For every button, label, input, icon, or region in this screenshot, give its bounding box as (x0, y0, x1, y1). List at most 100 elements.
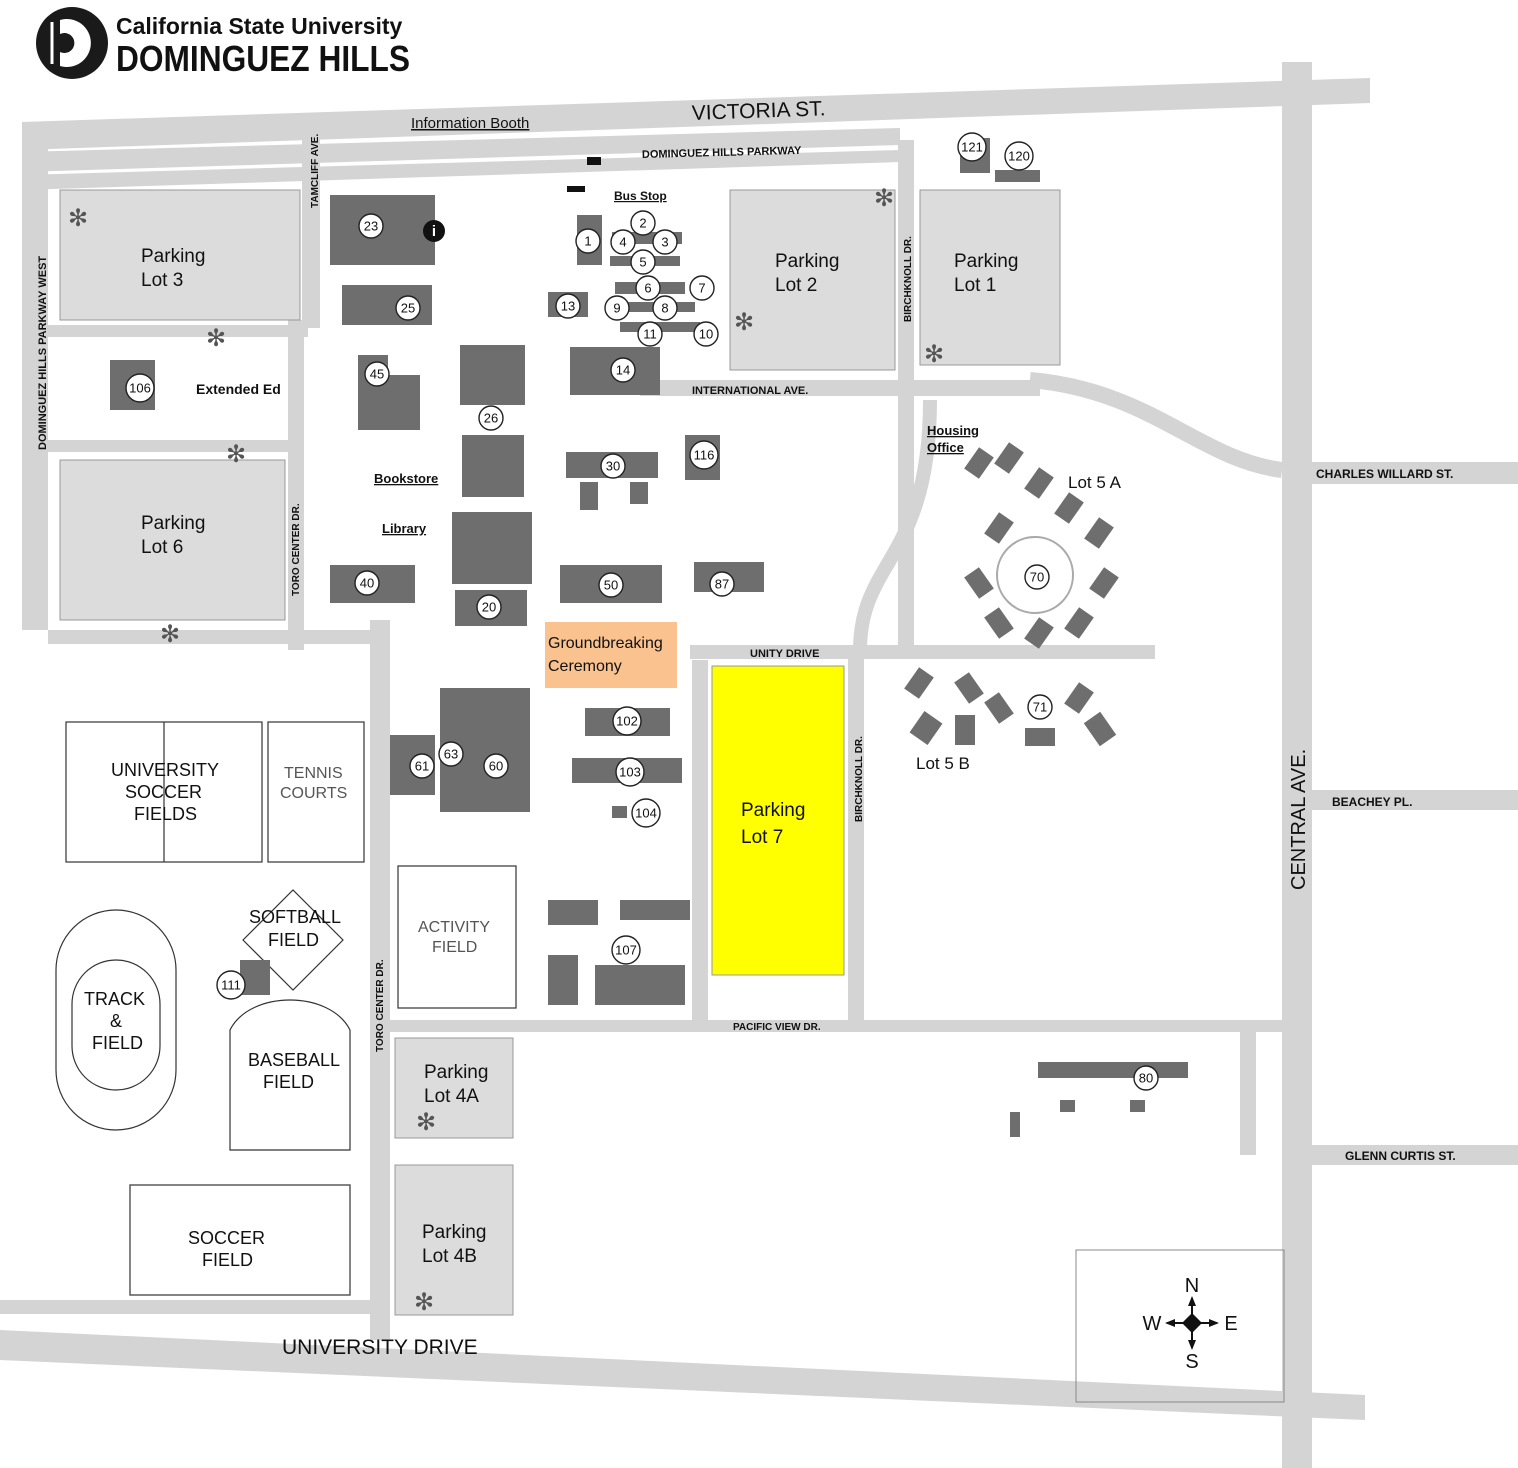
building-8-marker (652, 295, 678, 321)
building-111-marker (216, 970, 246, 1000)
building-40-number: 40 (360, 576, 374, 591)
pacific-view-label: PACIFIC VIEW DR. (733, 1022, 821, 1033)
lot7-line2: Lot 7 (741, 827, 783, 848)
building-11-marker (637, 321, 663, 347)
building-7-marker (689, 275, 715, 301)
bus-stop-marker (567, 186, 585, 192)
international-ave-label: INTERNATIONAL AVE. (692, 385, 808, 397)
building-70-number: 70 (1030, 570, 1044, 585)
building-63-number: 63 (444, 747, 458, 762)
building-7-number: 7 (698, 281, 705, 296)
lot4a-line1: Parking (424, 1062, 488, 1083)
beachey-label: BEACHEY PL. (1332, 795, 1412, 809)
building-102-marker (612, 706, 642, 736)
building-107-number: 107 (615, 943, 637, 958)
building-14-marker (610, 357, 636, 383)
softball-line2: FIELD (268, 930, 319, 950)
groundbreaking-line1: Groundbreaking (548, 635, 663, 652)
building-9-number: 9 (613, 301, 620, 316)
building-87-marker (709, 571, 735, 597)
parking-lot-7-highlight (711, 665, 845, 976)
activity-line2: FIELD (432, 939, 477, 956)
building-102-number: 102 (616, 714, 638, 729)
building-25-number: 25 (401, 301, 415, 316)
building-6-number: 6 (644, 281, 651, 296)
soccer-line1: SOCCER (188, 1228, 265, 1248)
svg-text:✻: ✻ (416, 1109, 436, 1136)
lot4b-line2: Lot 4B (422, 1246, 477, 1267)
building-71-number: 71 (1033, 700, 1047, 715)
lot3-line2: Lot 3 (141, 270, 183, 291)
building-4-marker (610, 229, 636, 255)
building-20-number: 20 (482, 600, 496, 615)
info-booth-marker (587, 157, 601, 165)
building-120-marker (1004, 141, 1034, 171)
building-26-marker (478, 405, 504, 431)
parking-asterisks: ✻ ✻ ✻ ✻ ✻ ✻ ✻ ✻ ✻ (68, 185, 944, 1316)
svg-text:✻: ✻ (874, 185, 894, 212)
lot6-line2: Lot 6 (141, 537, 183, 558)
building-30-marker (600, 453, 626, 479)
building-11-number: 11 (643, 327, 657, 342)
building-9-marker (604, 295, 630, 321)
info-icon (423, 220, 445, 242)
lot4a-line2: Lot 4A (424, 1086, 479, 1107)
building-61-marker (409, 753, 435, 779)
curved-road-2 (853, 399, 937, 651)
lot5a-label: Lot 5 A (1068, 473, 1122, 492)
building-1-number: 1 (584, 234, 591, 249)
road-labels: VICTORIA ST. DOMINGUEZ HILLS PARKWAY DOM… (37, 97, 1456, 1359)
activity-line1: ACTIVITY (418, 919, 490, 936)
building-10-number: 10 (699, 327, 713, 342)
central-ave-label: CENTRAL AVE. (1288, 749, 1310, 890)
unity-drive-label: UNITY DRIVE (750, 648, 819, 660)
track-line2: & (110, 1011, 122, 1031)
parking-lots (59, 189, 1061, 1316)
toro-lower-label: TORO CENTER DR. (375, 959, 386, 1052)
header-line2: DOMINGUEZ HILLS (116, 38, 410, 79)
dh-parkway-west-label: DOMINGUEZ HILLS PARKWAY WEST (37, 256, 49, 450)
softball-line1: SOFTBALL (249, 907, 341, 927)
building-30-number: 30 (606, 459, 620, 474)
building-20-marker (476, 594, 502, 620)
lot3-line1: Parking (141, 246, 205, 267)
info-icon-glyph: i (432, 223, 436, 240)
tennis-line2: COURTS (280, 785, 347, 802)
university-logo (36, 7, 108, 79)
lot5b-label: Lot 5 B (916, 754, 970, 773)
field-labels: UNIVERSITY SOCCER FIELDS TENNIS COURTS A… (84, 760, 490, 1270)
svg-text:✻: ✻ (226, 441, 246, 468)
building-61-number: 61 (415, 759, 429, 774)
library-label: Library (382, 521, 427, 536)
dh-parkway-label: DOMINGUEZ HILLS PARKWAY (642, 145, 802, 161)
bus-stop-label: Bus Stop (614, 189, 667, 203)
victoria-st-label: VICTORIA ST. (691, 97, 826, 125)
building-25-marker (395, 295, 421, 321)
charles-willard-label: CHARLES WILLARD ST. (1316, 467, 1453, 481)
building-63-marker (438, 741, 464, 767)
univ-soccer-line2: SOCCER (125, 782, 202, 802)
toro-upper-label: TORO CENTER DR. (291, 503, 302, 596)
building-3-number: 3 (661, 235, 668, 250)
university-drive-label: UNIVERSITY DRIVE (282, 1336, 478, 1359)
compass-e: E (1224, 1313, 1237, 1335)
building-5-marker (630, 249, 656, 275)
building-10-marker (693, 321, 719, 347)
svg-text:✻: ✻ (414, 1289, 434, 1316)
housing-label-2: Office (927, 440, 964, 455)
building-103-number: 103 (619, 765, 641, 780)
building-13-marker (555, 293, 581, 319)
parking-labels: Parking Lot 3 Parking Lot 6 Parking Lot … (141, 246, 1018, 1267)
building-106-number: 106 (129, 381, 151, 396)
building-4-number: 4 (619, 235, 626, 250)
compass-rose: N S W E (1075, 1249, 1285, 1403)
building-106-marker (125, 373, 155, 403)
building-71-marker (1027, 694, 1053, 720)
glenn-curtis-label: GLENN CURTIS ST. (1345, 1149, 1456, 1163)
track-line3: FIELD (92, 1033, 143, 1053)
housing-label-1: Housing (927, 423, 979, 438)
lot7-line1: Parking (741, 800, 805, 821)
building-6-marker (635, 275, 661, 301)
tennis-line1: TENNIS (284, 765, 343, 782)
